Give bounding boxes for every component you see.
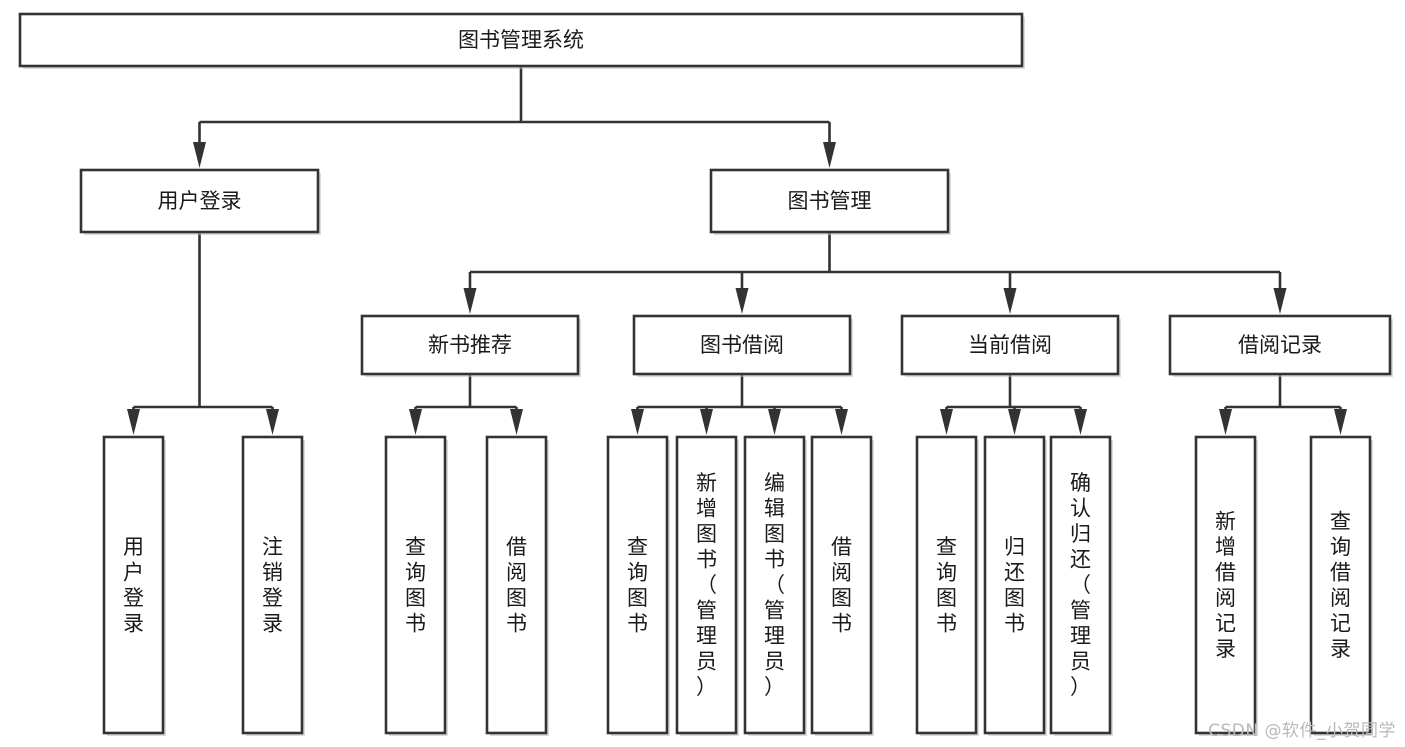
node-box[interactable] [900, 314, 1120, 376]
node-label: 查询图书 [405, 535, 426, 636]
node-label: 新增图书（管理员） [696, 471, 717, 699]
node-label: 借阅图书 [831, 535, 852, 636]
node-label: 当前借阅 [968, 333, 1052, 357]
node-box[interactable] [606, 435, 669, 735]
node-box[interactable] [1309, 435, 1372, 735]
node-label: 图书管理系统 [458, 28, 584, 52]
node-leaf-logout[interactable]: 注销登录 [241, 435, 305, 736]
node-label: 注销登录 [262, 535, 283, 636]
node-leaf-borrow-book-rec[interactable]: 借阅图书 [485, 435, 549, 736]
node-label: 借阅记录 [1238, 333, 1322, 357]
node-box[interactable] [102, 435, 165, 735]
node-label: 查询借阅记录 [1330, 509, 1351, 661]
connector-layer [127, 66, 1347, 435]
node-box[interactable] [810, 435, 873, 735]
node-box[interactable] [360, 314, 580, 376]
node-box[interactable] [632, 314, 852, 376]
node-box[interactable] [675, 435, 738, 735]
node-user-login[interactable]: 用户登录 [79, 168, 321, 235]
node-box[interactable] [1168, 314, 1392, 376]
node-leaf-confirm-return[interactable]: 确认归还（管理员） [1049, 435, 1113, 736]
node-label: 用户登录 [123, 535, 144, 636]
node-borrow-record[interactable]: 借阅记录 [1168, 314, 1393, 377]
node-label: 借阅图书 [506, 535, 527, 636]
node-box[interactable] [915, 435, 978, 735]
node-layer: 图书管理系统用户登录图书管理新书推荐图书借阅当前借阅借阅记录用户登录注销登录查询… [18, 12, 1393, 736]
node-label: 新增借阅记录 [1215, 509, 1236, 661]
node-box[interactable] [384, 435, 447, 735]
node-box[interactable] [983, 435, 1046, 735]
node-label: 图书借阅 [700, 333, 784, 357]
node-current-borrow[interactable]: 当前借阅 [900, 314, 1121, 377]
node-label: 查询图书 [936, 535, 957, 636]
connector-group [1219, 374, 1347, 435]
connector-group [463, 232, 1287, 314]
node-leaf-borrow-book[interactable]: 借阅图书 [810, 435, 874, 736]
node-leaf-query-book-rec[interactable]: 查询图书 [384, 435, 448, 736]
node-box[interactable] [485, 435, 548, 735]
node-box[interactable] [1049, 435, 1112, 735]
node-leaf-return-book[interactable]: 归还图书 [983, 435, 1047, 736]
node-label: 新书推荐 [428, 333, 512, 357]
node-leaf-edit-book[interactable]: 编辑图书（管理员） [743, 435, 807, 736]
connector-group [631, 374, 848, 435]
node-leaf-query-record[interactable]: 查询借阅记录 [1309, 435, 1373, 736]
node-label: 归还图书 [1004, 535, 1025, 636]
node-leaf-add-book[interactable]: 新增图书（管理员） [675, 435, 739, 736]
node-leaf-query-book-cur[interactable]: 查询图书 [915, 435, 979, 736]
node-book-manage[interactable]: 图书管理 [709, 168, 951, 235]
watermark-text: CSDN @软件_小贺同学 [1208, 721, 1396, 741]
node-box[interactable] [1194, 435, 1257, 735]
node-label: 编辑图书（管理员） [764, 471, 785, 699]
connector-group [409, 374, 523, 435]
node-new-book-recommend[interactable]: 新书推荐 [360, 314, 581, 377]
node-label: 用户登录 [158, 189, 242, 213]
node-leaf-query-book-borrow[interactable]: 查询图书 [606, 435, 670, 736]
node-box[interactable] [79, 168, 320, 234]
node-root[interactable]: 图书管理系统 [18, 12, 1025, 69]
node-box[interactable] [709, 168, 950, 234]
connector-group [127, 232, 279, 435]
connector-group [940, 374, 1087, 435]
node-label: 查询图书 [627, 535, 648, 636]
node-leaf-user-login[interactable]: 用户登录 [102, 435, 166, 736]
connector-group [193, 66, 836, 168]
node-box[interactable] [18, 12, 1024, 68]
node-label: 确认归还（管理员） [1070, 471, 1091, 699]
node-label: 图书管理 [788, 189, 872, 213]
node-box[interactable] [743, 435, 806, 735]
node-box[interactable] [241, 435, 304, 735]
node-book-borrow[interactable]: 图书借阅 [632, 314, 853, 377]
node-leaf-add-record[interactable]: 新增借阅记录 [1194, 435, 1258, 736]
